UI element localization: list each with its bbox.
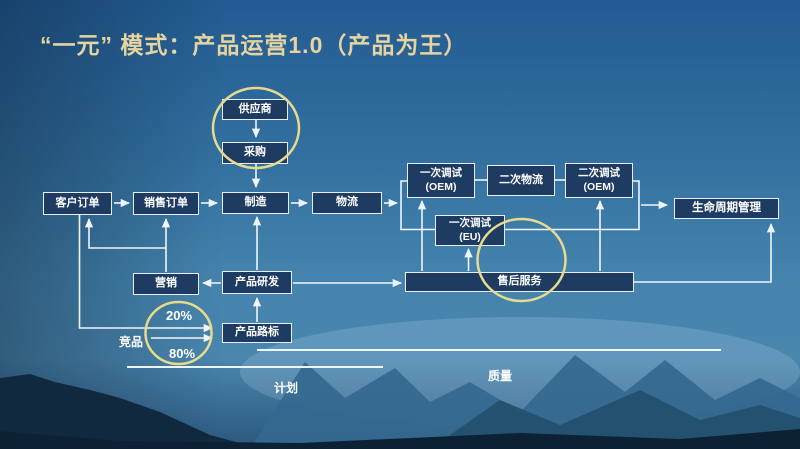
label-20-percent: 20%: [166, 308, 193, 323]
label-competitor: 竞品: [119, 335, 144, 349]
label-80-percent: 80%: [169, 346, 196, 361]
node-product-rd: 产品研发: [222, 271, 292, 294]
left-foreground-ridge: [0, 374, 262, 449]
node-logistics: 物流: [312, 192, 382, 214]
node-debug1-oem: 一次调试 (OEM): [407, 163, 475, 198]
node-supplier: 供应商: [222, 99, 288, 120]
node-customer-order: 客户订单: [43, 192, 112, 215]
node-logistics2: 二次物流: [487, 165, 555, 196]
foreground-base: [0, 429, 800, 449]
node-roadmap: 产品路标: [222, 323, 292, 343]
node-manufacturing: 制造: [222, 192, 289, 214]
node-after-sales: 售后服务: [405, 272, 634, 292]
node-debug2-oem: 二次调试 (OEM): [565, 163, 633, 198]
label-plan: 计划: [274, 381, 299, 395]
node-procurement: 采购: [222, 142, 288, 164]
node-sales-order: 销售订单: [133, 192, 199, 215]
node-debug1-eu: 一次调试 (EU): [435, 215, 505, 246]
node-lifecycle: 生命周期管理: [674, 198, 779, 219]
slide-title: “一元” 模式：产品运营1.0（产品为王）: [40, 32, 468, 58]
node-marketing: 营销: [133, 273, 199, 295]
label-quality: 质量: [488, 369, 513, 383]
